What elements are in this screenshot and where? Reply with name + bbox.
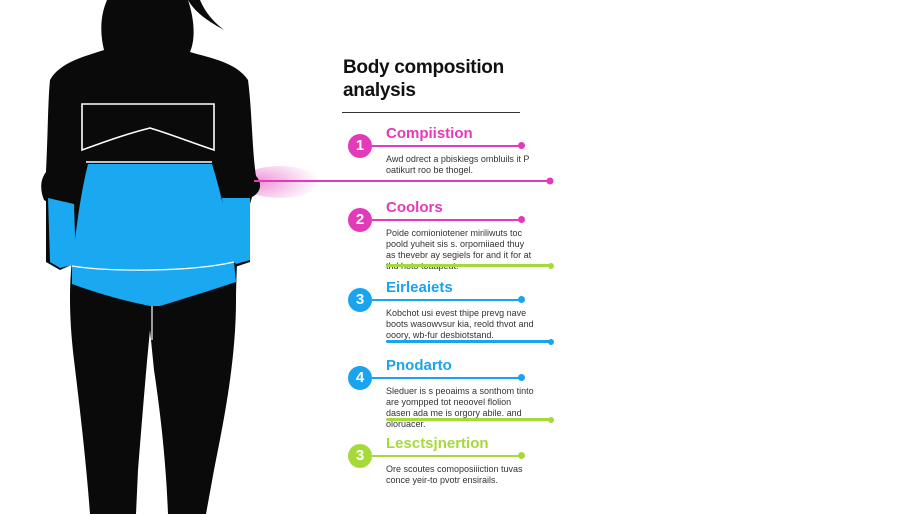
step-header-line (372, 299, 520, 301)
step-header-line (372, 219, 520, 221)
step-description: Awd odrect a pbiskiegs ombluils it P oat… (386, 154, 530, 175)
step-number-badge: 2 (348, 208, 372, 232)
title-line-1: Body composition (343, 57, 504, 78)
step-heading: Lesctsjnertion (386, 435, 489, 452)
left-arm-highlight (48, 198, 76, 268)
step-header-dot (518, 216, 525, 223)
title-divider (342, 112, 520, 113)
step-number-badge: 4 (348, 366, 372, 390)
step-separator-line (386, 418, 552, 421)
step-description: Ore scoutes comoposiiiction tuvas conce … (386, 464, 523, 485)
waistband-line (71, 261, 235, 271)
hair-strand (188, 0, 224, 30)
step-header-dot (518, 374, 525, 381)
connector-end-dot (546, 177, 554, 185)
step-heading: Eirleaiets (386, 279, 453, 296)
step-heading: Pnodarto (386, 357, 452, 374)
step-separator-dot (548, 262, 554, 269)
step-description: Kobchot usi evest thipe prevg nave boots… (386, 308, 534, 340)
diagram-title: Body composition analysis (343, 56, 573, 102)
step-header-dot (518, 142, 525, 149)
step-heading: Compiistion (386, 125, 473, 142)
step-header-line (372, 455, 520, 457)
briefs-highlight (72, 262, 236, 306)
title-line-2: analysis (343, 80, 416, 101)
step-number-badge: 3 (348, 444, 372, 468)
step-header-line (372, 377, 520, 379)
step-description: Sleduer is s peoaims a sonthom tinto are… (386, 386, 534, 429)
step-number-badge: 1 (348, 134, 372, 158)
torso-highlight (72, 164, 234, 273)
step-header-dot (518, 296, 525, 303)
step-separator-line (386, 264, 552, 267)
step-header-dot (518, 452, 525, 459)
step-separator-dot (548, 338, 554, 345)
right-arm-highlight (222, 198, 250, 264)
step-separator-line (386, 340, 552, 343)
step-separator-dot (548, 416, 554, 423)
step-heading: Coolors (386, 199, 443, 216)
bra-outline (81, 103, 215, 152)
step-header-line (372, 145, 520, 147)
step-number-badge: 3 (348, 288, 372, 312)
